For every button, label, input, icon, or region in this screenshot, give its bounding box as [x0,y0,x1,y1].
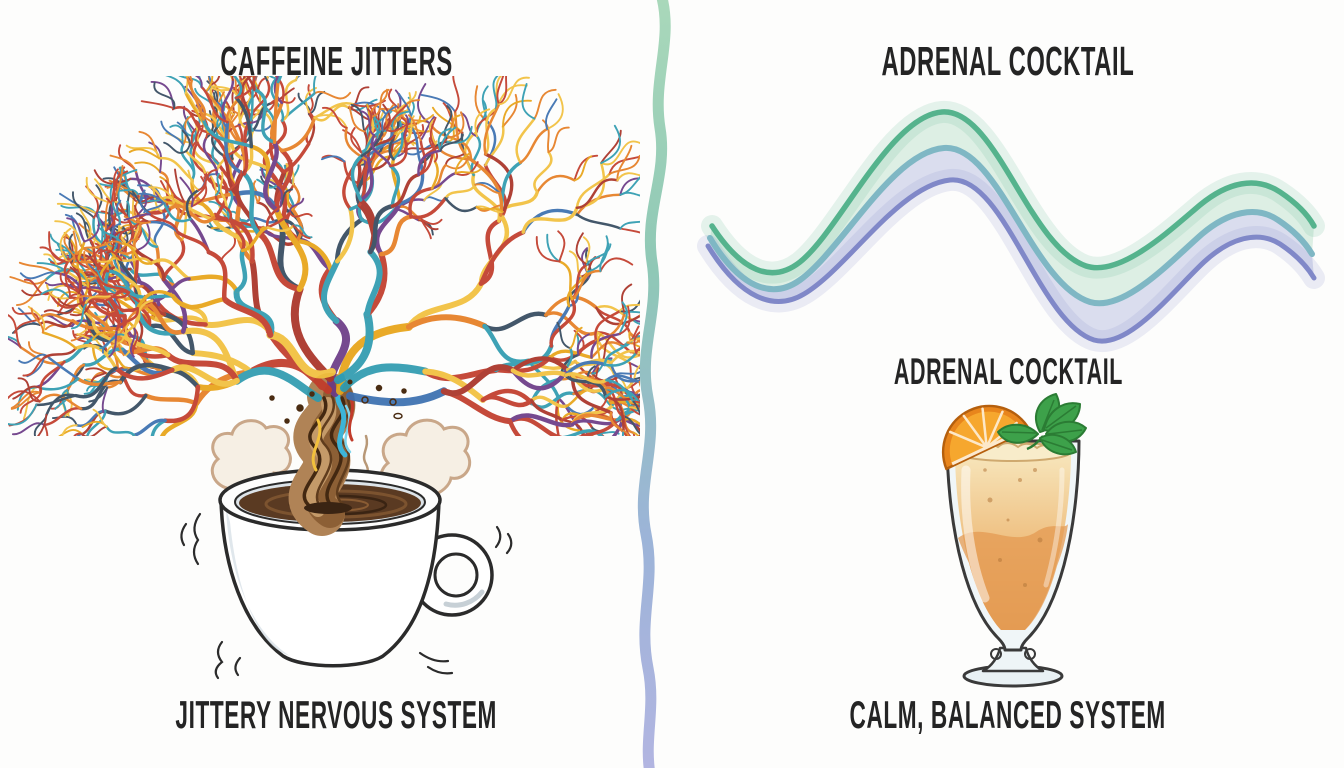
wavy-divider [637,0,671,768]
cocktail-label: ADRENAL COCKTAIL [893,351,1123,392]
nerve-tangle-icon [8,76,640,436]
left-caption: JITTERY NERVOUS SYSTEM [175,694,497,737]
adrenal-cocktail-glass-icon [945,439,1081,688]
shake-marks [180,512,513,680]
mint-leaves-icon [997,393,1087,456]
right-title: ADRENAL COCKTAIL [881,38,1135,84]
calm-waves-icon [697,101,1325,353]
right-caption: CALM, BALANCED SYSTEM [849,694,1167,737]
left-title: CAFFEINE JITTERS [219,38,453,84]
coffee-cup-icon [218,468,494,668]
splash-droplets [269,379,407,424]
